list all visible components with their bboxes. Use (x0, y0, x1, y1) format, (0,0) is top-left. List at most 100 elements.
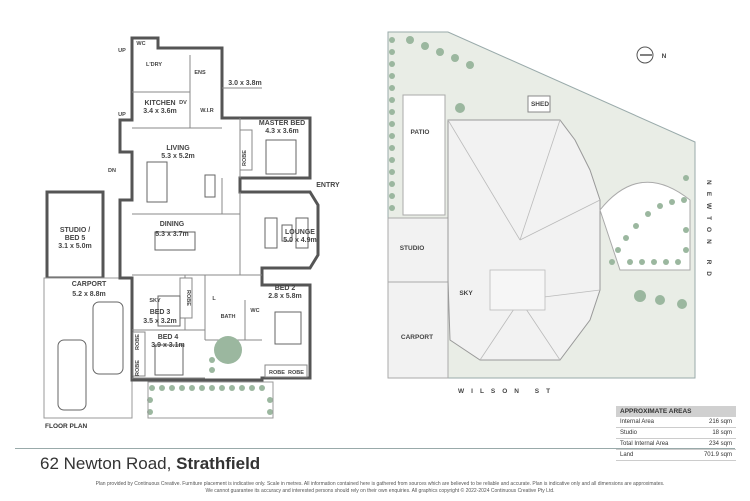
site-label-sky: SKY (459, 290, 473, 297)
area-label: Land (620, 452, 634, 458)
room-dim: 3.9 x 3.1m (151, 342, 184, 349)
bed-icon (157, 295, 181, 327)
address-suburb: Strathfield (176, 454, 261, 473)
room-dim: 3.4 x 3.6m (143, 108, 176, 115)
room-label-studio: STUDIO / (60, 227, 90, 234)
room-label-laundry: L'DRY (146, 62, 162, 68)
courtyard (147, 381, 274, 419)
area-value: 234 sqm (708, 441, 732, 447)
bed-icon (274, 311, 302, 345)
sky-label: SKY (149, 298, 161, 304)
room-label-kitchen: KITCHEN (144, 100, 175, 107)
house-outline (118, 36, 320, 382)
area-label: Internal Area (620, 419, 655, 425)
robe-label: ROBE (269, 370, 285, 376)
disclaimer-line: We cannot guarantee its accuracy and int… (205, 488, 555, 494)
robe-label: ROBE (185, 290, 191, 306)
area-row: Total Internal Area 234 sqm (616, 439, 736, 450)
north-label: N (662, 53, 667, 60)
car-icon (57, 339, 87, 411)
floor-plan: WC UP UP L'DRY ENS 3.0 x 3.8m W.I.R KITC… (43, 36, 340, 419)
sofa-icon (264, 217, 278, 249)
area-value: 18 sqm (712, 430, 732, 436)
interior-walls (132, 55, 262, 379)
robe-label: ROBE (242, 150, 248, 166)
room-dim: 5.2 x 8.8m (72, 291, 105, 298)
room-label-studio: BED 5 (65, 235, 86, 242)
room-dim: 5.0 x 4.9m (283, 237, 316, 244)
room-label-wc: WC (136, 41, 145, 47)
robe (132, 331, 146, 377)
room-label-wc: WC (250, 308, 259, 314)
carport-roof (387, 281, 449, 379)
room-label-living: LIVING (166, 145, 190, 152)
tree-icon (214, 336, 242, 364)
dining-table-icon (154, 231, 196, 251)
disclaimer-line: Plan provided by Continuous Creative. Fu… (95, 481, 665, 487)
street-label-newton: NEWTON RD (705, 180, 712, 283)
address-street: 62 Newton Road, (40, 454, 172, 473)
room-label-bed-3: BED 3 (150, 309, 171, 316)
l-label: L (212, 296, 216, 302)
area-value: 216 sqm (708, 419, 732, 425)
patio (402, 94, 446, 216)
shed (527, 95, 551, 113)
room-label-dining: DINING (160, 221, 185, 228)
area-value: 701.9 sqm (703, 452, 732, 458)
site-label-shed: SHED (531, 101, 549, 108)
robe-label: ROBE (135, 360, 141, 376)
room-label-ensuite: ENS (194, 70, 206, 76)
car-icon (92, 301, 124, 375)
room-label-carport: CARPORT (72, 281, 107, 288)
coffee-table-icon (281, 224, 293, 242)
room-dim: 3.0 x 3.8m (228, 80, 261, 87)
studio-roof (387, 217, 449, 283)
room-label-master-bed: MASTER BED (259, 120, 305, 127)
room-dim: 2.8 x 5.8m (268, 293, 301, 300)
street-label-wilson: WILSON ST (458, 388, 557, 395)
bed-icon (154, 344, 184, 376)
bed-icon (265, 139, 297, 175)
sofa-icon (204, 174, 216, 198)
up-label: UP (118, 48, 126, 54)
room-dim: 5.3 x 5.2m (161, 153, 194, 160)
site-label-patio: PATIO (411, 129, 430, 136)
dv-label: DV (179, 100, 187, 106)
area-row: Internal Area 216 sqm (616, 417, 736, 428)
site-label-carport: CARPORT (401, 334, 433, 341)
disclaimer: Plan provided by Continuous Creative. Fu… (55, 481, 705, 495)
floor-plan-label: FLOOR PLAN (45, 423, 88, 430)
room-dim: 3.5 x 3.2m (143, 318, 176, 325)
room-dim: 4.3 x 3.6m (265, 128, 298, 135)
divider (15, 448, 735, 449)
up-label: UP (118, 112, 126, 118)
room-label-bath: BATH (221, 314, 236, 320)
property-address: 62 Newton Road, Strathfield (40, 454, 260, 474)
room-label-bed-2: BED 2 (275, 285, 296, 292)
room-dim: 5.3 x 3.7m (155, 231, 188, 238)
room-label-bed-4: BED 4 (158, 334, 179, 341)
room-label-wir: W.I.R (200, 108, 213, 114)
robe-label: ROBE (135, 334, 141, 350)
front-garden (599, 181, 691, 271)
robe-label: ROBE (288, 370, 304, 376)
robe (264, 364, 308, 378)
dn-label: DN (108, 168, 116, 174)
room-dim: 3.1 x 5.0m (58, 243, 91, 250)
area-label: Studio (620, 430, 638, 436)
dining-table-icon (146, 161, 168, 203)
approximate-areas-table: APPROXIMATE AREAS Internal Area 216 sqm S… (616, 406, 736, 461)
room-label-lounge: LOUNGE (285, 229, 315, 236)
area-label: Total Internal Area (620, 441, 669, 447)
hedge (389, 36, 687, 309)
sofa-icon (295, 217, 309, 249)
areas-title: APPROXIMATE AREAS (616, 406, 736, 417)
room-label-entry: ENTRY (316, 182, 340, 189)
area-row: Studio 18 sqm (616, 428, 736, 439)
area-row: Land 701.9 sqm (616, 450, 736, 461)
roof-lines (447, 119, 601, 361)
site-plan: N SHED PATIO STUDIO SKY CARPORT WILSON S… (387, 31, 712, 395)
hedge (609, 175, 689, 265)
robe (239, 129, 253, 171)
